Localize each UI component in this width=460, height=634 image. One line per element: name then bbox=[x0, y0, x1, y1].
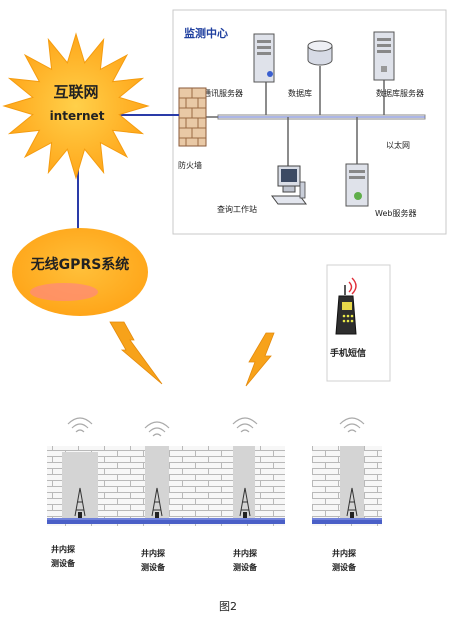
signal-wave-icon bbox=[144, 421, 170, 429]
signal-wave-icon bbox=[152, 433, 162, 437]
signal-wave-icon bbox=[339, 417, 365, 425]
well-shaft bbox=[62, 452, 98, 518]
signal-wave-icon bbox=[67, 417, 93, 425]
query-workstation-label: 查询工作站 bbox=[217, 204, 257, 214]
comm-server-icon bbox=[253, 33, 275, 115]
well-label-3: 井内探 测设备 bbox=[233, 548, 258, 572]
antenna-crossbar bbox=[241, 501, 249, 511]
db-server-icon bbox=[373, 31, 395, 115]
pipeline-main bbox=[47, 518, 285, 524]
well-label-2: 井内探 测设备 bbox=[141, 548, 166, 572]
svg-text:测设备: 测设备 bbox=[141, 562, 166, 572]
svg-text:井内探: 井内探 bbox=[51, 544, 76, 554]
well-4 bbox=[339, 417, 365, 518]
db-server-label: 数据库服务器 bbox=[376, 88, 424, 98]
internet-label-en: internet bbox=[50, 109, 105, 123]
monitor-center-title: 监测中心 bbox=[184, 26, 228, 40]
signal-wave-icon bbox=[236, 423, 254, 429]
query-workstation-icon bbox=[271, 117, 307, 205]
svg-text:井内探: 井内探 bbox=[141, 548, 166, 558]
gprs-system: 无线GPRS系统 bbox=[12, 228, 148, 316]
signal-wave-icon bbox=[71, 423, 89, 429]
monitor-center: 监测中心 以太网 通讯服务器 数据库 bbox=[172, 9, 447, 235]
probe-device-icon bbox=[350, 512, 354, 518]
antenna-crossbar bbox=[76, 501, 84, 511]
svg-text:井内探: 井内探 bbox=[332, 548, 357, 558]
mobile-phone-icon bbox=[335, 277, 357, 335]
well-shaft bbox=[145, 446, 169, 518]
svg-text:测设备: 测设备 bbox=[51, 558, 76, 568]
svg-text:测设备: 测设备 bbox=[233, 562, 258, 572]
antenna-tower-icon bbox=[74, 487, 86, 517]
figure-caption: 图2 bbox=[219, 600, 237, 613]
antenna-tower-icon bbox=[346, 487, 358, 517]
signal-wave-icon bbox=[347, 429, 357, 433]
well-label-1: 井内探 测设备 bbox=[51, 544, 76, 568]
comm-server-label: 通讯服务器 bbox=[203, 88, 243, 98]
antenna-tower-icon bbox=[239, 487, 251, 517]
firewall-label: 防火墙 bbox=[178, 160, 202, 170]
well-2 bbox=[144, 421, 170, 518]
ethernet-bus bbox=[217, 114, 426, 120]
web-server-icon bbox=[345, 117, 369, 207]
antenna-tower-icon bbox=[151, 487, 163, 517]
signal-wave-icon bbox=[232, 417, 258, 425]
firewall-icon bbox=[178, 87, 218, 147]
well-3 bbox=[232, 417, 258, 518]
antenna-crossbar bbox=[153, 501, 161, 511]
internet-label-cn: 互联网 bbox=[53, 83, 98, 101]
probe-device-icon bbox=[155, 512, 159, 518]
antenna-crossbar bbox=[348, 501, 356, 511]
web-server-label: Web服务器 bbox=[375, 208, 416, 218]
lightning-bolt-left-icon bbox=[109, 321, 163, 385]
database-icon bbox=[307, 40, 333, 115]
ethernet-label: 以太网 bbox=[386, 140, 410, 150]
lightning-bolt-right-icon bbox=[245, 332, 275, 387]
internet-cloud: 互联网 internet bbox=[2, 32, 150, 180]
well-shaft bbox=[233, 446, 255, 518]
well-shaft bbox=[340, 446, 364, 518]
signal-wave-icon bbox=[75, 429, 85, 433]
probe-device-icon bbox=[243, 512, 247, 518]
internet-starburst-shape bbox=[2, 32, 150, 180]
well-label-4: 井内探 测设备 bbox=[332, 548, 357, 572]
sms-label: 手机短信 bbox=[330, 347, 366, 359]
signal-wave-icon bbox=[343, 423, 361, 429]
svg-text:井内探: 井内探 bbox=[233, 548, 258, 558]
well-1 bbox=[62, 417, 98, 518]
signal-wave-icon bbox=[148, 427, 166, 433]
gprs-label: 无线GPRS系统 bbox=[30, 256, 130, 273]
pipeline-right bbox=[312, 518, 382, 524]
probe-device-icon bbox=[78, 512, 82, 518]
svg-text:测设备: 测设备 bbox=[332, 562, 357, 572]
sms-box: 手机短信 bbox=[326, 264, 391, 382]
database-label: 数据库 bbox=[288, 88, 312, 98]
signal-wave-icon bbox=[240, 429, 250, 433]
